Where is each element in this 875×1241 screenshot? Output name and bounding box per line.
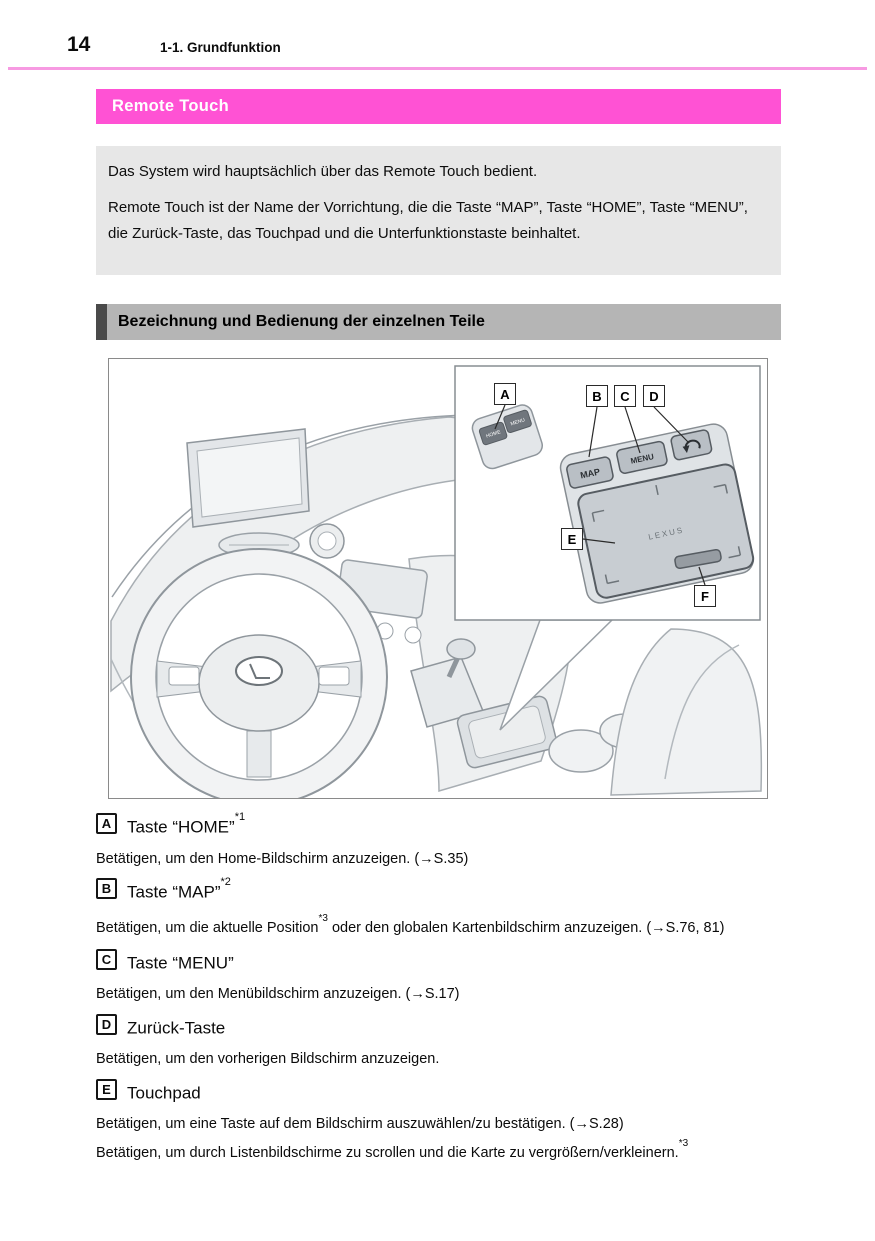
brand-emblem-icon [235, 656, 283, 686]
item-d-letter-box: D [96, 1014, 117, 1035]
home-button-label: HOME [485, 429, 502, 440]
inset-box: HOME MENU MAP MENU [454, 365, 761, 621]
header-divider [8, 67, 867, 70]
chapter-banner-title: Remote Touch [112, 97, 229, 115]
item-d-description: Betätigen, um den vorherigen Bildschirm … [96, 1045, 786, 1069]
item-b-description: Betätigen, um die aktuelle Position*3 od… [96, 913, 786, 938]
page-number: 14 [67, 33, 91, 56]
car-interior-illustration: HOME MENU MAP MENU [110, 365, 763, 798]
side-button-cluster: HOME MENU [471, 404, 543, 470]
menu-small-button-label: MENU [510, 417, 526, 427]
item-b-title-superscript: *2 [220, 876, 231, 888]
intro-paragraph-2: Remote Touch ist der Name der Vorrichtun… [108, 199, 748, 242]
figure-callout-d: D [643, 385, 665, 407]
section-accent-block [96, 304, 107, 340]
chapter-banner: Remote Touch [96, 89, 781, 124]
item-a-heading: A Taste “HOME”*1 [96, 811, 245, 840]
item-c-description: Betätigen, um den Menübildschirm anzuzei… [96, 980, 786, 1004]
section-title: Bezeichnung und Bedienung der einzelnen … [118, 313, 485, 330]
figure-callout-a: A [494, 383, 516, 405]
sub-function-button [674, 548, 722, 570]
item-b-desc-text: Betätigen, um die aktuelle Position [96, 919, 319, 936]
item-b-desc-text-post: oder den globalen Kartenbildschirm anzuz… [327, 919, 725, 936]
section-header: Bezeichnung und Bedienung der einzelnen … [96, 304, 781, 340]
intro-paragraph-1: Das System wird hauptsächlich über das R… [108, 163, 538, 180]
item-a-description: Betätigen, um den Home-Bildschirm anzuze… [96, 845, 786, 869]
figure-callout-e: E [561, 528, 583, 550]
passenger-seat [610, 628, 763, 796]
item-a-title: Taste “HOME”*1 [127, 811, 245, 840]
item-d-title: Zurück-Taste [127, 1012, 225, 1041]
item-e-title-text: Touchpad [127, 1083, 201, 1103]
item-d-title-text: Zurück-Taste [127, 1018, 226, 1038]
item-c-title-text: Taste “MENU” [127, 953, 234, 973]
item-c-heading: C Taste “MENU” [96, 947, 234, 976]
console-touchpad [456, 695, 558, 769]
item-e-desc2-text: Betätigen, um durch Listenbildschirme zu… [96, 1144, 679, 1161]
item-d-heading: D Zurück-Taste [96, 1012, 225, 1041]
item-b-title: Taste “MAP”*2 [127, 876, 231, 905]
touchpad-corner-marks [591, 483, 742, 585]
item-a-letter-box: A [96, 813, 117, 834]
figure-remote-touch: HOME MENU MAP MENU [108, 358, 768, 799]
item-e-desc1-text: Betätigen, um eine Taste auf dem Bildsch… [96, 1115, 624, 1132]
item-c-desc-text: Betätigen, um den Menübildschirm anzuzei… [96, 985, 460, 1002]
item-b-letter-box: B [96, 878, 117, 899]
item-a-title-superscript: *1 [234, 811, 246, 823]
back-arrow-icon [682, 439, 701, 453]
figure-callout-b: B [586, 385, 608, 407]
map-button-label: MAP [579, 467, 601, 481]
item-a-desc-text: Betätigen, um den Home-Bildschirm anzuze… [96, 850, 469, 867]
item-b-desc-superscript: *3 [318, 913, 328, 924]
breadcrumb: 1-1. Grundfunktion [160, 40, 281, 55]
item-b-heading: B Taste “MAP”*2 [96, 876, 231, 905]
item-c-title: Taste “MENU” [127, 947, 234, 976]
item-e-description-1: Betätigen, um eine Taste auf dem Bildsch… [96, 1110, 786, 1134]
item-e-desc2-superscript: *3 [678, 1138, 689, 1149]
intro-box: Das System wird hauptsächlich über das R… [96, 146, 781, 275]
figure-callout-f: F [694, 585, 716, 607]
item-b-title-text: Taste “MAP” [127, 882, 221, 902]
item-e-description-2: Betätigen, um durch Listenbildschirme zu… [96, 1138, 786, 1163]
steering-wheel [130, 548, 388, 798]
center-display-screen [186, 428, 310, 528]
volume-dial [309, 523, 345, 559]
item-e-letter-box: E [96, 1079, 117, 1100]
item-e-heading: E Touchpad [96, 1077, 201, 1106]
item-e-title: Touchpad [127, 1077, 201, 1106]
item-c-letter-box: C [96, 949, 117, 970]
item-a-title-text: Taste “HOME” [127, 817, 235, 837]
item-d-desc-text: Betätigen, um den vorherigen Bildschirm … [96, 1050, 440, 1067]
figure-callout-c: C [614, 385, 636, 407]
callout-leader-lines [494, 404, 706, 586]
